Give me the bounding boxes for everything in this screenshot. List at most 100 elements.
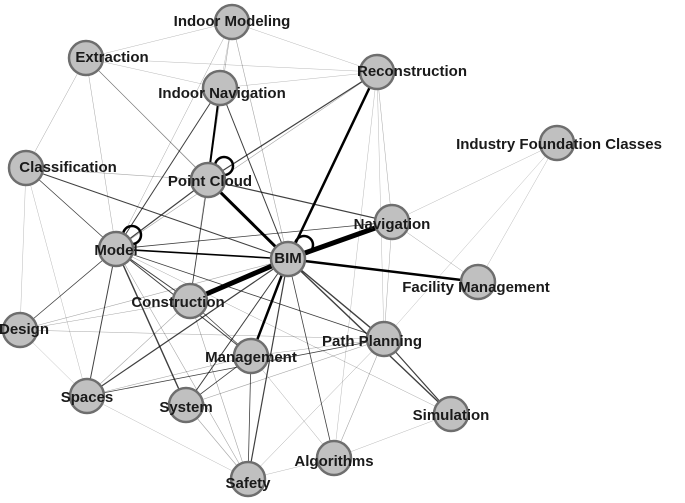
edge-model-design (19, 248, 117, 331)
node-label-safety: Safety (225, 475, 271, 492)
node-spaces (68, 377, 106, 415)
edge-bim-indoor-modeling (231, 21, 289, 260)
node-model (97, 230, 135, 268)
edge-point-cloud-classification (25, 167, 209, 181)
edge-model-navigation (115, 221, 393, 250)
edge-classification-extraction (25, 57, 87, 169)
node-algorithms (315, 439, 353, 477)
edge-bim-algorithms (287, 258, 335, 459)
node-label-construction: Construction (131, 294, 224, 311)
node-label-indoor-modeling: Indoor Modeling (174, 13, 291, 30)
node-design (1, 311, 39, 349)
edge-classification-design (19, 167, 27, 331)
node-facility-management (459, 263, 497, 301)
node-label-design: Design (0, 321, 49, 338)
node-management (232, 337, 270, 375)
edge-model-safety (115, 248, 249, 480)
node-label-system: System (159, 399, 212, 416)
node-path-planning (365, 320, 403, 358)
node-layer (1, 3, 576, 498)
node-point-cloud (189, 161, 227, 199)
edge-bim-model (115, 248, 289, 260)
node-construction (171, 282, 209, 320)
edge-bim-path-planning (287, 258, 385, 340)
edge-indoor-modeling-reconstruction (231, 21, 378, 73)
node-label-classification: Classification (19, 159, 117, 176)
edge-management-path-planning (250, 338, 385, 357)
edge-extraction-reconstruction (85, 57, 378, 73)
node-label-extraction: Extraction (75, 49, 148, 66)
edge-construction-design (19, 300, 191, 331)
edge-bim-point-cloud (206, 178, 290, 261)
edge-point-cloud-extraction (85, 57, 209, 181)
node-label-bim: BIM (274, 250, 302, 267)
edge-point-cloud-reconstruction (207, 71, 378, 181)
edge-path-planning-system (185, 338, 385, 406)
edge-management-algorithms (250, 355, 335, 459)
edge-bim-indoor-navigation (219, 87, 289, 260)
edge-bim-reconstruction (286, 70, 379, 261)
edge-management-spaces (86, 355, 252, 397)
edge-reconstruction-indoor-navigation (219, 71, 378, 89)
edge-design-path-planning (19, 329, 385, 340)
edge-model-system (115, 248, 187, 406)
node-simulation (432, 395, 470, 433)
node-label-management: Management (205, 349, 297, 366)
edge-model-path-planning (115, 248, 385, 340)
edge-bim-safety (247, 258, 289, 480)
edge-bim-classification (25, 167, 289, 260)
edge-bim-spaces (86, 258, 289, 397)
edge-extraction-indoor-navigation (85, 57, 221, 89)
edge-point-cloud-navigation (207, 179, 393, 223)
edge-model-simulation (115, 248, 452, 415)
node-navigation (373, 203, 411, 241)
edge-spaces-safety (86, 395, 249, 480)
node-label-spaces: Spaces (61, 389, 114, 406)
node-safety (229, 460, 267, 498)
edge-bim-extraction (85, 57, 289, 260)
node-label-indoor-navigation: Indoor Navigation (158, 85, 286, 102)
edge-industry-foundation-classes-path-planning (383, 142, 558, 340)
edge-model-reconstruction (115, 71, 378, 250)
node-bim (269, 240, 307, 278)
edge-model-indoor-navigation (115, 87, 221, 250)
node-label-navigation: Navigation (354, 216, 431, 233)
edge-bim-facility-management (286, 257, 480, 284)
edge-path-planning-reconstruction (376, 71, 385, 340)
edge-construction-safety (189, 300, 249, 480)
edge-model-classification (25, 167, 117, 250)
node-classification (7, 149, 45, 187)
node-label-reconstruction: Reconstruction (357, 63, 467, 80)
edge-indoor-modeling-extraction (85, 21, 233, 59)
node-indoor-modeling (213, 3, 251, 41)
edge-model-spaces (86, 248, 117, 397)
node-label-model: Model (94, 242, 137, 259)
edge-path-planning-navigation (383, 221, 393, 340)
edge-navigation-industry-foundation-classes (391, 142, 558, 223)
node-indoor-navigation (201, 69, 239, 107)
node-label-point-cloud: Point Cloud (168, 173, 252, 190)
node-reconstruction (358, 53, 396, 91)
node-label-simulation: Simulation (413, 407, 490, 424)
edge-path-planning-algorithms (333, 338, 385, 459)
edge-navigation-reconstruction (376, 71, 393, 223)
edge-construction-spaces (86, 300, 191, 397)
edge-classification-spaces (25, 167, 88, 397)
edge-model-indoor-modeling (115, 21, 233, 250)
node-system (167, 386, 205, 424)
edge-algorithms-simulation (333, 413, 452, 459)
edge-reconstruction-algorithms (333, 71, 378, 459)
edge-industry-foundation-classes-facility-management (477, 142, 558, 283)
node-industry-foundation-classes (538, 124, 576, 162)
node-label-path-planning: Path Planning (322, 333, 422, 350)
node-label-algorithms: Algorithms (294, 453, 373, 470)
node-extraction (67, 39, 105, 77)
edge-bim-system (185, 258, 289, 406)
node-label-facility-management: Facility Management (402, 279, 550, 296)
node-label-industry-foundation-classes: Industry Foundation Classes (456, 136, 662, 153)
edge-model-extraction (85, 57, 117, 250)
label-layer: Indoor ModelingExtractionReconstructionI… (0, 13, 662, 492)
edge-bim-design (19, 258, 289, 331)
